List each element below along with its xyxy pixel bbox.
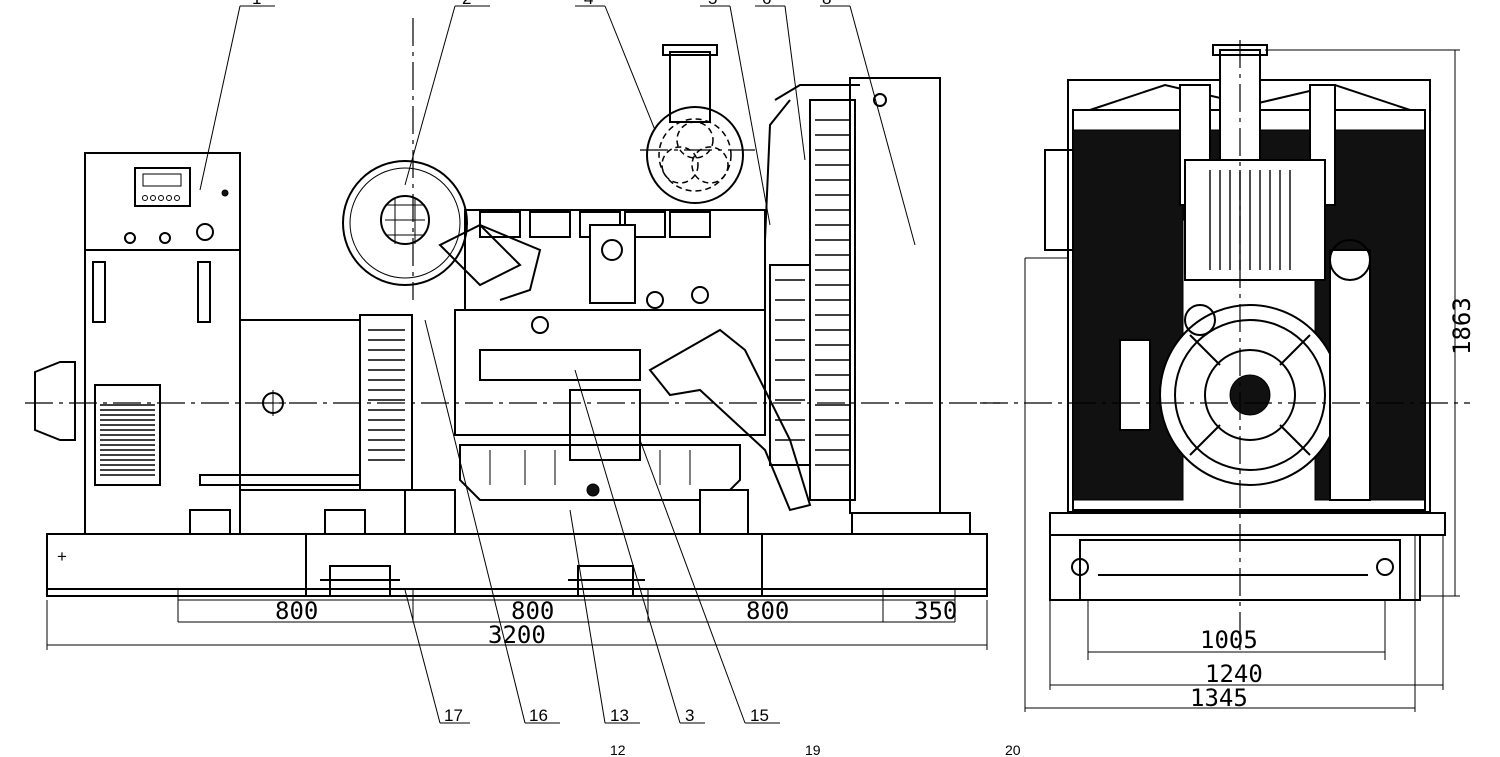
callout-16: 16 <box>529 706 548 725</box>
front-view: 1863 1005 1240 1345 <box>980 40 1476 712</box>
air-filter <box>342 160 542 301</box>
dim-seg4: 350 <box>914 597 957 625</box>
callout-1: 1 <box>252 0 261 8</box>
dim-seg1: 800 <box>275 597 318 625</box>
dim-total-length: 3200 <box>488 621 546 649</box>
callout-12: 12 <box>610 742 626 757</box>
alternator-vent-grill <box>100 404 155 476</box>
dim-width-inner: 1005 <box>1200 626 1258 654</box>
callout-5: 5 <box>708 0 717 8</box>
radiator <box>764 77 971 535</box>
dim-seg2: 800 <box>511 597 554 625</box>
side-view: + <box>25 0 1021 757</box>
fan-blades <box>775 279 805 441</box>
radiator-core <box>815 119 850 466</box>
base-frame: + <box>46 533 988 597</box>
callout-6: 6 <box>762 0 771 8</box>
dim-width-total: 1345 <box>1190 684 1248 712</box>
callout-17: 17 <box>444 706 463 725</box>
svg-text:+: + <box>57 547 67 566</box>
callout-8: 8 <box>822 0 831 8</box>
top-callouts <box>199 5 916 246</box>
callout-3: 3 <box>685 706 694 725</box>
front-dimension-lines <box>1024 49 1460 712</box>
callout-4: 4 <box>584 0 593 8</box>
callout-2: 2 <box>462 0 471 8</box>
housing-grill <box>368 329 405 461</box>
bottom-callouts <box>404 319 780 724</box>
turbocharger <box>640 44 755 204</box>
dim-width-mid: 1240 <box>1205 660 1263 688</box>
alternator <box>34 152 366 535</box>
side-dimension-lines <box>46 590 988 650</box>
dim-height: 1863 <box>1448 297 1476 355</box>
engine-block <box>454 209 812 535</box>
callout-20: 20 <box>1005 742 1021 757</box>
dim-seg3: 800 <box>746 597 789 625</box>
callout-19: 19 <box>805 742 821 757</box>
callout-15: 15 <box>750 706 769 725</box>
callout-13: 13 <box>610 706 629 725</box>
flywheel-housing <box>359 314 456 535</box>
